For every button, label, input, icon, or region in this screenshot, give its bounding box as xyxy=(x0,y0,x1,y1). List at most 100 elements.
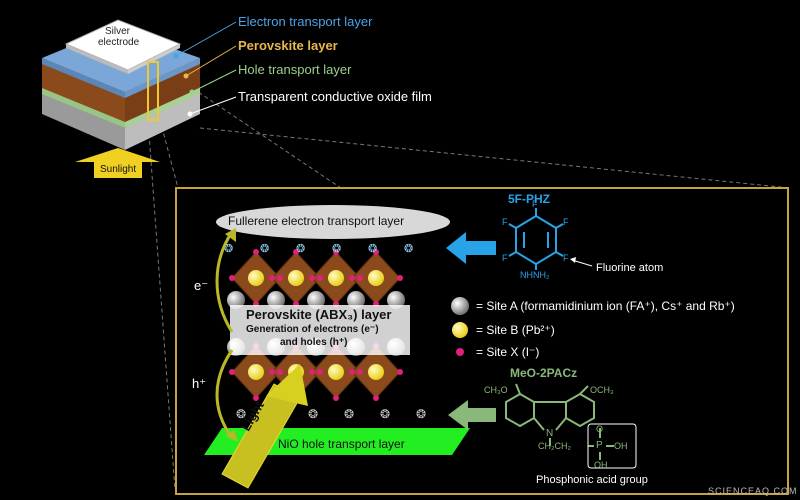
legend-site-x: = Site X (I⁻) xyxy=(476,345,540,359)
site-b-ion xyxy=(328,270,344,286)
htl-modification-arrow xyxy=(448,400,496,430)
5f-phz-f-top: F xyxy=(532,199,538,209)
legend-site-b: = Site B (Pb²⁺) xyxy=(476,323,555,337)
leader-line-tco xyxy=(189,96,237,115)
leader-line-htl xyxy=(191,69,237,93)
sunlight-arrow-body xyxy=(94,162,142,178)
perovskite-sub2: and holes (h⁺) xyxy=(280,337,348,348)
meo-2pacz-molecule: ❂ xyxy=(308,407,318,421)
5f-phz-molecule: ❂ xyxy=(224,243,233,255)
meo-och3-left: CH₃O xyxy=(484,385,508,395)
light-arrow xyxy=(221,364,308,489)
silver-electrode xyxy=(64,19,182,74)
site-x-ion xyxy=(269,275,275,281)
leader-line-perovskite xyxy=(185,45,237,77)
legend-site-b-icon xyxy=(452,322,468,338)
phosphonic-acid-label: Phosphonic acid group xyxy=(536,474,648,486)
site-x-ion xyxy=(349,369,355,375)
site-x-ion xyxy=(253,395,259,401)
5f-phz-hydrazine: NHNH₂ xyxy=(520,270,550,280)
hole-arrow xyxy=(215,349,234,439)
site-a-ion xyxy=(387,291,405,309)
watermark: SCIENCEAQ.COM xyxy=(708,486,798,496)
site-a-ion xyxy=(227,291,245,309)
hole-label: h⁺ xyxy=(192,376,207,391)
meo-2pacz-molecule: ❂ xyxy=(380,407,390,421)
meo-oh-bottom: OH xyxy=(594,460,608,470)
leader-line-etl xyxy=(175,21,237,57)
5f-phz-molecule: ❂ xyxy=(404,243,413,255)
meo-2pacz-molecule: ❂ xyxy=(344,407,354,421)
5f-phz-f-left-bottom: F xyxy=(502,253,508,263)
5f-phz-molecule: ❂ xyxy=(368,243,377,255)
fluorine-atom-label: Fluorine atom xyxy=(596,262,664,274)
site-a-ion xyxy=(347,291,365,309)
fullerene-label: Fullerene electron transport layer xyxy=(228,214,405,228)
silver-electrode-label-2: electrode xyxy=(98,37,140,48)
layer-label-perovskite: Perovskite layer xyxy=(238,38,338,53)
site-x-ion xyxy=(357,369,363,375)
perovskite-sub1: Generation of electrons (e⁻) xyxy=(246,324,379,335)
site-x-ion xyxy=(333,395,339,401)
legend-site-a-icon xyxy=(451,297,469,315)
site-x-ion xyxy=(333,249,339,255)
legend-site-a: = Site A (formamidinium ion (FA⁺), Cs⁺ a… xyxy=(476,299,735,313)
meo-2pacz-structure xyxy=(505,383,614,460)
5f-phz-molecule: ❂ xyxy=(260,243,269,255)
nio-label: NiO hole transport layer xyxy=(278,437,405,451)
site-b-ion xyxy=(368,270,384,286)
fullerene-layer xyxy=(216,205,450,239)
sunlight-arrow-head xyxy=(75,148,160,162)
5f-phz-name: 5F-PHZ xyxy=(508,192,550,206)
meo-2pacz-name: MeO-2PACz xyxy=(510,366,578,380)
site-x-ion xyxy=(373,395,379,401)
site-x-ion xyxy=(229,369,235,375)
site-b-ion xyxy=(328,364,344,380)
meo-oxygen: O xyxy=(596,424,604,434)
site-x-ion xyxy=(293,249,299,255)
site-x-ion xyxy=(277,275,283,281)
meo-chain: CH₂CH₂ xyxy=(538,441,571,451)
silver-electrode-label-1: Silver xyxy=(105,26,131,37)
site-x-ion xyxy=(317,275,323,281)
layer-label-etl: Electron transport layer xyxy=(238,14,373,29)
site-x-ion xyxy=(253,249,259,255)
meo-och3-right: OCH₃ xyxy=(590,385,614,395)
phosphonic-acid-box xyxy=(587,423,637,469)
site-x-ion xyxy=(277,369,283,375)
meo-oh-right: OH xyxy=(614,441,628,451)
site-x-ion xyxy=(373,249,379,255)
etl-modification-arrow xyxy=(446,232,496,264)
site-b-ion xyxy=(248,364,264,380)
site-x-ion xyxy=(229,275,235,281)
site-b-ion xyxy=(248,270,264,286)
meo-2pacz-molecule: ❂ xyxy=(236,407,246,421)
layer-label-tco: Transparent conductive oxide film xyxy=(238,89,432,104)
electron-arrow xyxy=(215,231,234,333)
zoom-highlight-box xyxy=(147,61,159,121)
legend-site-x-icon xyxy=(456,348,464,356)
layer-label-htl: Hole transport layer xyxy=(238,62,352,77)
site-x-ion xyxy=(397,275,403,281)
site-a-ion xyxy=(307,291,325,309)
site-x-ion xyxy=(349,275,355,281)
site-x-ion xyxy=(317,369,323,375)
5f-phz-structure xyxy=(508,208,564,270)
electron-label: e⁻ xyxy=(194,278,209,293)
site-x-ion xyxy=(397,369,403,375)
5f-phz-f-right-bottom: F xyxy=(563,253,569,263)
meo-nitrogen: N xyxy=(546,428,554,439)
meo-2pacz-molecule: ❂ xyxy=(416,407,426,421)
perovskite-title: Perovskite (ABX₃) layer xyxy=(246,307,392,322)
5f-phz-molecule: ❂ xyxy=(296,243,305,255)
site-x-ion xyxy=(269,369,275,375)
perovskite-label-box xyxy=(230,305,410,355)
site-a-ion xyxy=(267,291,285,309)
site-x-ion xyxy=(309,369,315,375)
5f-phz-f-right-top: F xyxy=(563,217,569,227)
site-x-ion xyxy=(357,275,363,281)
site-x-ion xyxy=(309,275,315,281)
5f-phz-f-left-top: F xyxy=(502,217,508,227)
